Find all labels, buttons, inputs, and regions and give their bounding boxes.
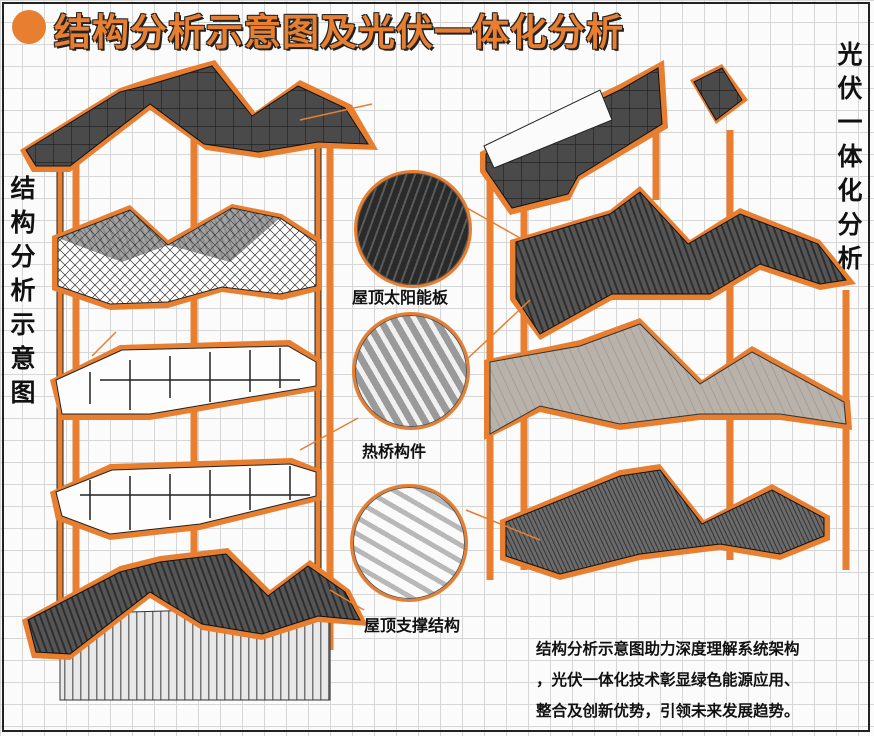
description-line-1: 结构分析示意图助力深度理解系统架构	[536, 640, 800, 658]
structure-analysis-label: 结构分析示意图	[10, 174, 36, 407]
left-solar-roof	[20, 60, 378, 172]
right-light-roof-layer	[484, 318, 852, 440]
thermal-bridge-detail-circle	[352, 312, 470, 430]
pv-integration-label: 光伏一体化分析	[837, 40, 863, 273]
left-full-building	[22, 548, 368, 701]
thermal-bridge-detail-label: 热桥构件	[362, 442, 427, 461]
left-leader-lines	[91, 103, 373, 611]
roof-support-detail-circle	[350, 484, 468, 602]
description-line-2: ，光伏一体化技术彰显绿色能源应用、	[536, 671, 800, 689]
left-ground-floor	[50, 458, 322, 540]
right-leader-lines	[459, 203, 541, 541]
roof-support-detail-label: 屋顶支撑结构	[364, 616, 461, 635]
right-dark-roof-layer	[510, 186, 856, 340]
title-bullet-icon	[12, 10, 46, 44]
solar-panel-detail-circle	[354, 170, 472, 288]
poster-title: 结构分析示意图及光伏一体化分析	[54, 11, 624, 54]
description-text: 结构分析示意图助力深度理解系统架构 ，光伏一体化技术彰显绿色能源应用、 整合及创…	[536, 634, 866, 727]
solar-panel-detail-label: 屋顶太阳能板	[352, 288, 449, 307]
right-finished-roof-layer	[500, 464, 830, 580]
left-upper-floor	[50, 340, 322, 420]
description-line-3: 整合及创新优势，引领未来发展趋势。	[536, 702, 800, 720]
left-roof-truss	[52, 204, 322, 310]
right-solar-panel-layer	[480, 60, 748, 215]
